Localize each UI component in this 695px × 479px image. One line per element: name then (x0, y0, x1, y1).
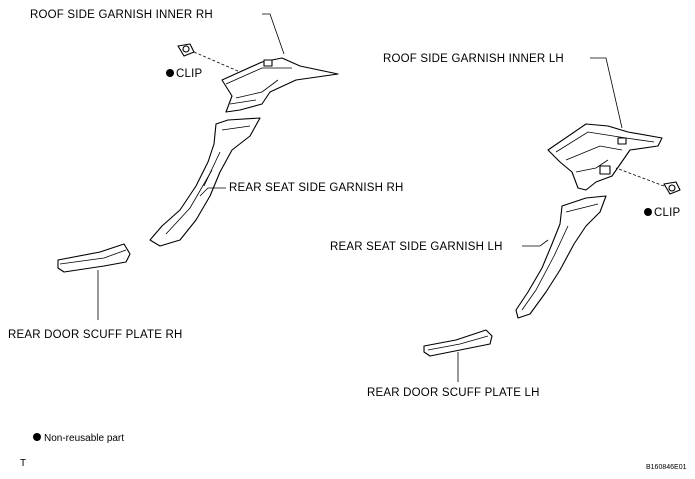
clip-lh-part (615, 167, 681, 195)
legend: Non-reusable part (33, 433, 124, 444)
label-roof-side-garnish-inner-lh: ROOF SIDE GARNISH INNER LH (383, 53, 564, 65)
rear-door-scuff-plate-rh (57, 243, 131, 273)
leader-roof-lh (590, 57, 623, 129)
figure-code: B160846E01 (646, 464, 687, 471)
label-rear-seat-side-garnish-rh: REAR SEAT SIDE GARNISH RH (229, 182, 404, 194)
label-clip-lh: CLIP (654, 207, 680, 219)
leader-seat-rh (199, 187, 226, 197)
clip-rh-part (177, 43, 241, 73)
non-reusable-dot-lh (644, 208, 652, 216)
rear-door-scuff-plate-lh (423, 329, 493, 357)
label-clip-rh: CLIP (176, 68, 202, 80)
leader-roof-rh (262, 13, 285, 55)
legend-text: Non-reusable part (44, 433, 124, 444)
roof-side-garnish-inner-lh (547, 123, 663, 191)
leader-seat-lh (522, 239, 549, 247)
non-reusable-dot-rh (166, 69, 174, 77)
label-rear-door-scuff-plate-lh: REAR DOOR SCUFF PLATE LH (367, 387, 540, 399)
corner-mark: T (20, 458, 26, 469)
label-rear-seat-side-garnish-lh: REAR SEAT SIDE GARNISH LH (330, 241, 503, 253)
label-rear-door-scuff-plate-rh: REAR DOOR SCUFF PLATE RH (8, 329, 183, 341)
roof-side-garnish-inner-rh (221, 57, 339, 113)
legend-dot (33, 433, 41, 441)
label-roof-side-garnish-inner-rh: ROOF SIDE GARNISH INNER RH (30, 9, 213, 21)
rear-seat-side-garnish-rh (149, 117, 261, 247)
rear-seat-side-garnish-lh (515, 195, 607, 319)
